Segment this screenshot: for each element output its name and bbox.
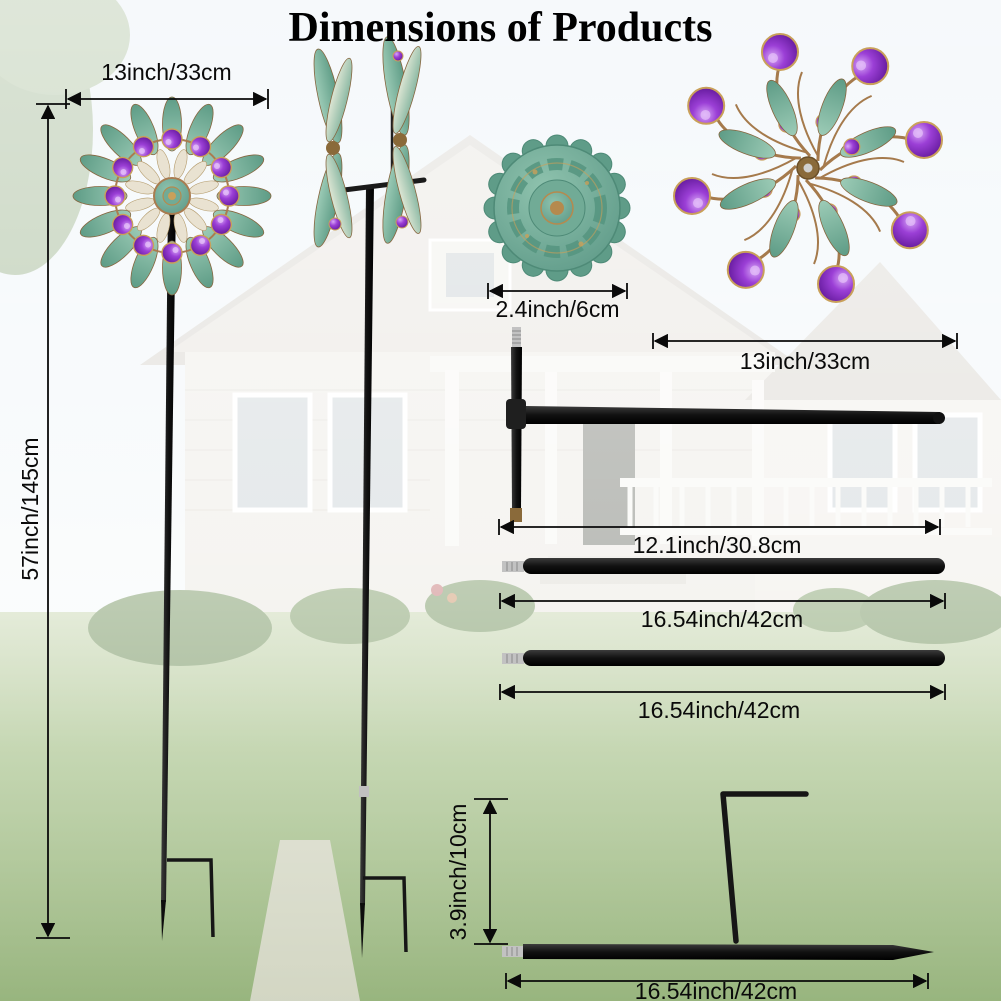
spinner-head-graphic [672,32,944,304]
upper-pole-graphic [506,327,945,522]
front-spinner-width-label: 13inch/33cm [101,59,232,85]
dim-front-width-line [65,89,269,109]
dimension-lines [36,89,958,989]
middle-pole-graphic [502,558,945,574]
diagram-title: Dimensions of Products [288,5,713,51]
dim-total-height-line [36,103,70,939]
medallion-diameter-label: 2.4inch/6cm [495,296,620,322]
dim-lower-pole-line [499,684,946,700]
stake-step-height-label: 3.9inch/10cm [445,803,471,941]
side-spinner-graphic [313,36,427,248]
dim-medallion-line [487,283,628,299]
side-spinner-stake-graphic [359,185,408,958]
front-spinner-graphic [72,96,272,296]
medallion-graphic [483,134,631,282]
dim-upper-pole-line [498,519,941,535]
lower-pole-length-label: 16.54inch/42cm [637,697,801,723]
dim-middle-pole-line [499,593,946,609]
ground-stake-graphic [502,791,934,960]
middle-pole-length-label: 16.54inch/42cm [640,606,804,632]
front-spinner-stake-graphic [161,200,215,941]
upper-pole-length-label: 12.1inch/30.8cm [632,532,802,558]
total-height-label: 57inch/145cm [17,437,43,581]
dim-head-width-line [652,333,958,349]
dim-stake-length-line [505,973,929,989]
dim-stake-height-line [474,798,508,945]
spinner-head-width-label: 13inch/33cm [739,348,871,374]
ground-stake-length-label: 16.54inch/42cm [634,978,798,1001]
lower-pole-graphic [502,650,945,666]
